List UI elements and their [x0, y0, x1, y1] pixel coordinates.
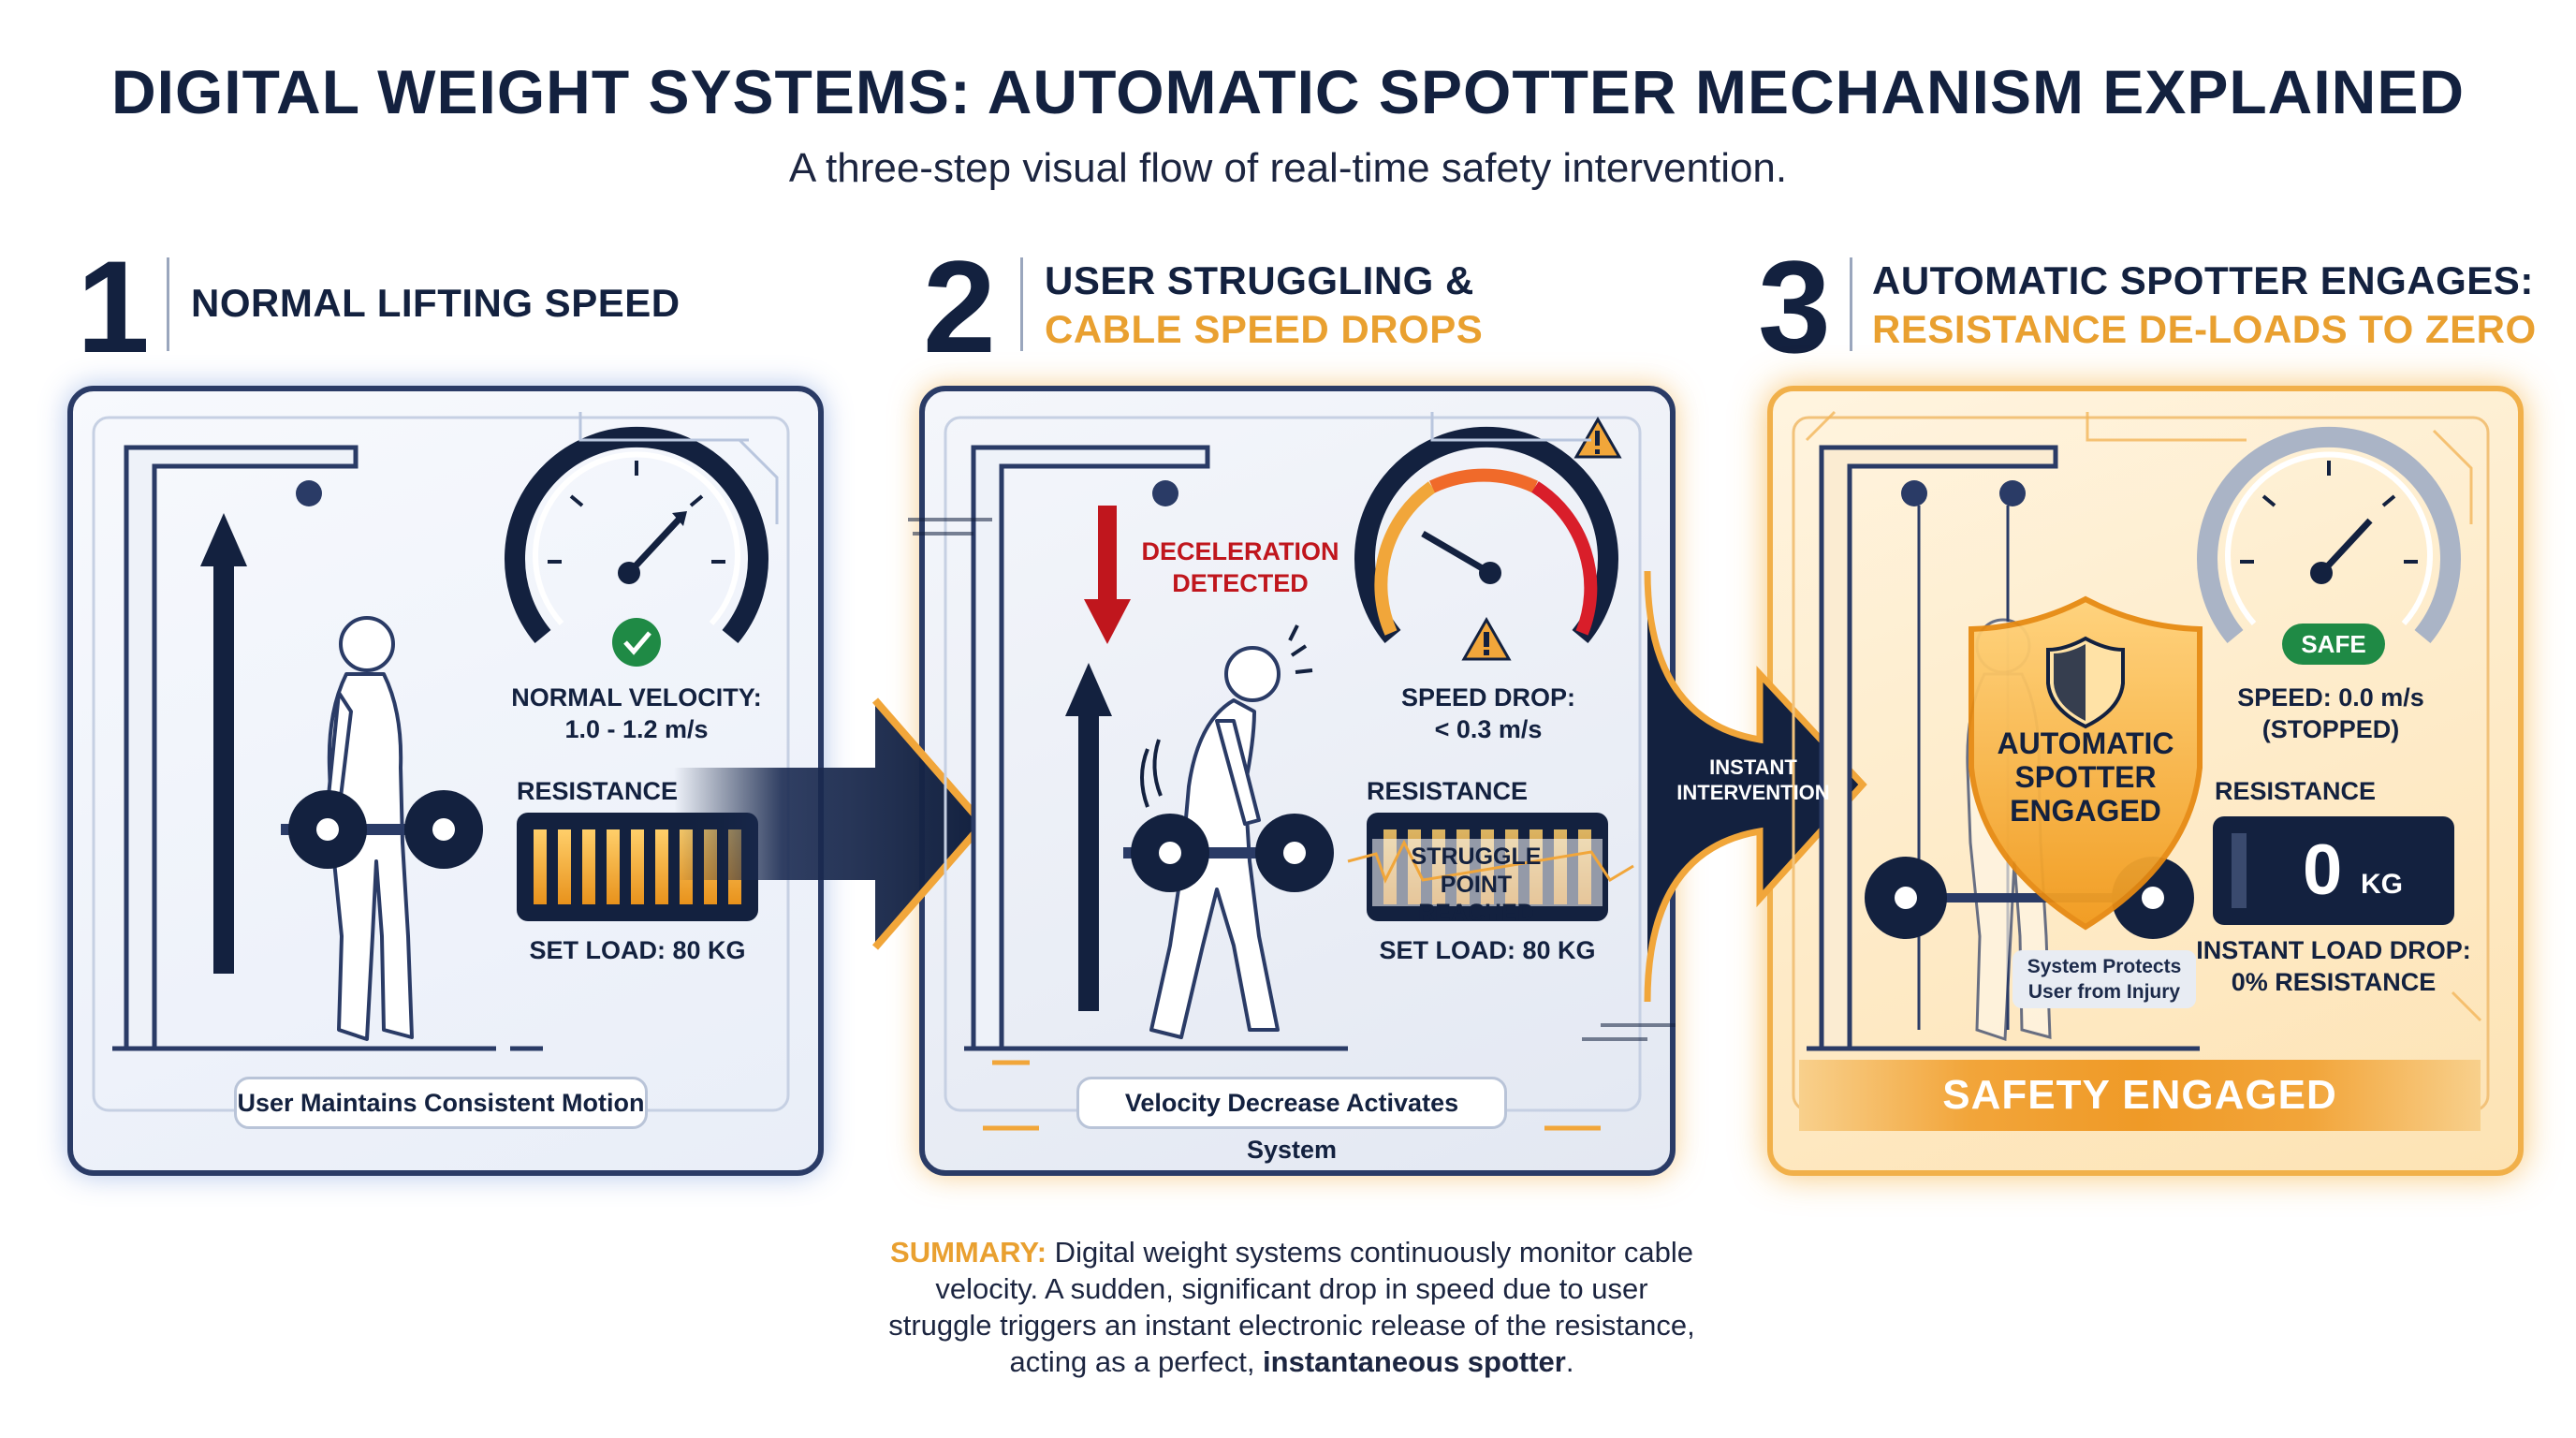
summary-lead: SUMMARY: [890, 1236, 1047, 1269]
page-title: DIGITAL WEIGHT SYSTEMS: AUTOMATIC SPOTTE… [110, 57, 2466, 126]
step-2-velocity: SPEED DROP: < 0.3 m/s [1329, 682, 1647, 745]
step-3-resistance-label: RESISTANCE [2215, 777, 2377, 805]
step-3-title-line2: RESISTANCE DE-LOADS TO ZERO [1872, 307, 2537, 351]
instant-load-drop: INSTANT LOAD DROP: 0% RESISTANCE [2190, 934, 2477, 998]
step-2-caption: Velocity Decrease Activates System [1076, 1077, 1507, 1164]
struggle-point-line2: REACHED [1418, 900, 1534, 926]
step-2-number: 2 [923, 233, 996, 380]
instant-intervention-label: INSTANT INTERVENTION [1655, 755, 1852, 805]
system-protects-label: System Protects User from Injury [2012, 950, 2196, 1008]
step-2-velocity-line2: < 0.3 m/s [1434, 715, 1543, 743]
summary-body: Digital weight systems continuously moni… [888, 1236, 1695, 1378]
step-3-velocity-line1: SPEED: 0.0 m/s [2237, 683, 2424, 712]
summary-bold: instantaneous spotter [1263, 1345, 1566, 1378]
summary-text: SUMMARY: Digital weight systems continuo… [880, 1234, 1704, 1380]
arrow-step-2-to-3 [1644, 570, 1867, 1003]
step-1-velocity: NORMAL VELOCITY: 1.0 - 1.2 m/s [477, 682, 796, 745]
safe-badge: SAFE [2282, 624, 2385, 665]
step-3-illustration [1792, 410, 2490, 1112]
instant-intervention-line1: INSTANT [1709, 756, 1797, 779]
step-1-divider [167, 257, 169, 351]
step-2-gauge [1354, 426, 1618, 661]
step-2-velocity-line1: SPEED DROP: [1400, 683, 1576, 712]
deceleration-alert: DECELERATION DETECTED [1123, 536, 1357, 599]
check-icon [612, 618, 661, 667]
spotter-engaged-line1: AUTOMATIC [1997, 726, 2174, 760]
step-2-title: USER STRUGGLING & CABLE SPEED DROPS [1045, 257, 1483, 354]
step-2-divider [1020, 257, 1023, 351]
step-1-resistance-label: RESISTANCE [517, 777, 679, 805]
step-1-set-load: SET LOAD: 80 KG [529, 936, 746, 964]
deceleration-alert-line1: DECELERATION [1141, 537, 1339, 565]
system-protects-line2: User from Injury [2027, 981, 2181, 1003]
instant-load-drop-line1: INSTANT LOAD DROP: [2196, 936, 2471, 964]
step-3-gauge [2197, 426, 2461, 644]
step-3-velocity: SPEED: 0.0 m/s (STOPPED) [2172, 682, 2490, 745]
struggle-point-line1: STRUGGLE POINT [1411, 844, 1542, 898]
step-2-illustration [908, 416, 1676, 1131]
struggle-point-label: STRUGGLE POINT REACHED [1376, 843, 1576, 927]
spotter-engaged-line3: ENGAGED [2010, 794, 2161, 828]
warning-icon [1573, 416, 1622, 459]
step-3-velocity-line2: (STOPPED) [2261, 715, 2400, 743]
step-2-title-line1: USER STRUGGLING & [1045, 258, 1474, 302]
step-3-title-line1: AUTOMATIC SPOTTER ENGAGES: [1872, 258, 2534, 302]
step-1-title: NORMAL LIFTING SPEED [191, 281, 681, 325]
system-protects-line1: System Protects [2027, 956, 2182, 977]
step-2-resistance-label: RESISTANCE [1367, 777, 1529, 805]
instant-load-drop-line2: 0% RESISTANCE [2231, 968, 2437, 996]
step-1-gauge [505, 426, 768, 667]
spotter-engaged-label: AUTOMATIC SPOTTER ENGAGED [1971, 726, 2200, 828]
deceleration-alert-line2: DETECTED [1172, 569, 1309, 597]
load-value: 0 [2303, 830, 2343, 910]
summary-end: . [1565, 1345, 1574, 1378]
instant-intervention-line2: INTERVENTION [1676, 781, 1830, 804]
step-2-title-line2: CABLE SPEED DROPS [1045, 307, 1484, 351]
step-1-velocity-line1: NORMAL VELOCITY: [511, 683, 762, 712]
step-3-divider [1850, 257, 1852, 351]
step-3-number: 3 [1758, 233, 1831, 380]
load-display [2213, 816, 2454, 925]
step-1-caption: User Maintains Consistent Motion [234, 1077, 648, 1129]
step-1-number: 1 [77, 233, 150, 380]
step-2-set-load: SET LOAD: 80 KG [1379, 936, 1596, 964]
load-empty-bar [2232, 833, 2247, 908]
shield-icon [1969, 595, 2203, 931]
step-1-velocity-line2: 1.0 - 1.2 m/s [564, 715, 709, 743]
step-3-title: AUTOMATIC SPOTTER ENGAGES: RESISTANCE DE… [1872, 257, 2537, 354]
load-unit: KG [2361, 869, 2403, 900]
spotter-engaged-line2: SPOTTER [2014, 760, 2157, 794]
step-1-illustration [92, 416, 790, 1112]
page-subtitle: A three-step visual flow of real-time sa… [788, 145, 1788, 191]
safety-engaged-banner: SAFETY ENGAGED [1799, 1060, 2481, 1131]
